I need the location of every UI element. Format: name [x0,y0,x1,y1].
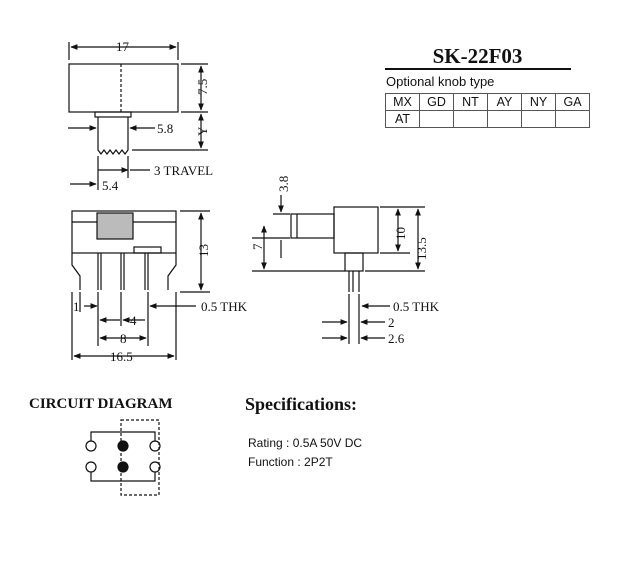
dim-10: 10 [393,227,408,240]
circuit-diagram [85,419,161,496]
spec-function: Function : 2P2T [248,455,333,469]
dim-thk-right: 0.5 THK [393,299,440,314]
knob-cell [555,110,590,128]
knob-row-1: MX GD NT AY NY GA [385,93,590,111]
knob-row-2: AT [385,110,590,128]
knob-cell: NT [453,93,488,111]
knob-cell: GA [555,93,590,111]
dim-8: 8 [120,331,127,346]
dim-4: 4 [130,313,137,328]
dim-3-8: 3.8 [276,176,291,192]
knob-type-label: Optional knob type [386,74,495,89]
knob-cell [487,110,522,128]
front-view [71,210,210,360]
dim-thk-left: 0.5 THK [201,299,248,314]
dim-2-6: 2.6 [388,331,405,346]
knob-cell: AY [487,93,522,111]
dim-1: 1 [73,299,80,314]
knob-cell: AT [385,110,420,128]
dim-5-4: 5.4 [102,178,119,193]
dim-13: 13 [196,244,211,257]
dim-7-5: 7.5 [195,79,210,95]
specifications-title: Specifications: [245,394,357,414]
dim-13-5: 13.5 [414,237,429,260]
knob-cell [419,110,454,128]
dim-5-8: 5.8 [157,121,173,136]
dim-y: Y [195,126,210,136]
circuit-diagram-title: CIRCUIT DIAGRAM [29,396,173,412]
spec-rating: Rating : 0.5A 50V DC [248,436,363,450]
knob-cell: NY [521,93,556,111]
knob-cell [521,110,556,128]
knob-cell: MX [385,93,420,111]
dim-16-5: 16.5 [110,349,133,364]
model-title: SK-22F03 [432,44,523,68]
knob-cell [453,110,488,128]
dim-travel: 3 TRAVEL [154,163,213,178]
title-underline [385,68,571,70]
dim-7: 7 [250,243,265,250]
side-view [252,195,425,344]
dim-17: 17 [116,39,130,54]
knob-type-table: MX GD NT AY NY GA AT [385,93,590,128]
dim-2: 2 [388,315,395,330]
top-view [68,42,208,190]
knob-cell: GD [419,93,454,111]
